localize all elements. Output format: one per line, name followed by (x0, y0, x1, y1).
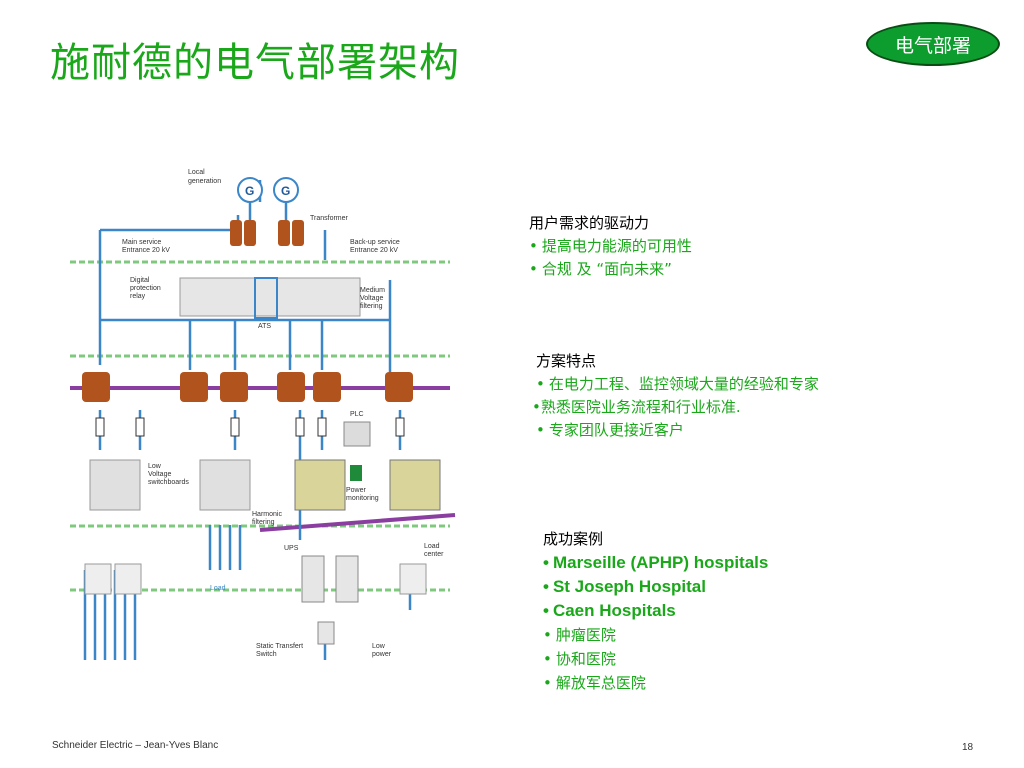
label-backup-service-2: Entrance 20 kV (350, 247, 398, 254)
generator-1-label: G (245, 184, 254, 198)
list-item: •St Joseph Hospital (543, 577, 706, 596)
generator-2-icon (273, 177, 299, 203)
electrical-architecture-diagram: G G Local generation Transfo (60, 160, 460, 665)
list-item: •解放军总医院 (543, 674, 646, 692)
section-tag-badge: 电气部署 (866, 22, 1000, 66)
label-mv-1: Medium (360, 287, 385, 294)
label-main-service-2: Entrance 20 kV (122, 247, 170, 254)
list-item: •肿瘤医院 (543, 626, 616, 644)
list-item: •熟悉医院业务流程和行业标准. (532, 398, 741, 416)
label-digital-2: protection (130, 285, 161, 292)
label-local-gen-1: Local (188, 169, 205, 176)
label-local-gen-2: generation (188, 178, 221, 185)
label-lv-2: Voltage (148, 471, 171, 478)
label-low-power-1: Low (372, 643, 386, 650)
list-item: •合规 及 “面向未来” (529, 260, 672, 278)
mv-switchgear (179, 277, 361, 317)
label-lv-1: Low (148, 463, 162, 470)
generator-2-label: G (281, 184, 290, 198)
label-harmonic-2: filtering (252, 519, 275, 526)
list-item: •专家团队更接近客户 (536, 421, 684, 439)
diagram-svg: G G Local generation Transfo (70, 169, 456, 660)
label-mv-2: Voltage (360, 295, 383, 302)
label-ats: ATS (258, 323, 271, 330)
section-features: 方案特点 •在电力工程、监控领域大量的经验和专家 •熟悉医院业务流程和行业标准.… (532, 350, 819, 442)
label-load-center-2: center (424, 551, 444, 558)
ups-2 (335, 555, 359, 603)
ups-1 (301, 555, 325, 603)
section-heading: 用户需求的驱动力 (529, 214, 650, 232)
sts-unit (317, 621, 335, 645)
label-main-service-1: Main service (122, 239, 161, 246)
distribution-box-2 (114, 563, 142, 595)
label-pm-1: Power (346, 487, 367, 494)
label-sts-2: Switch (256, 651, 277, 658)
label-load: Load (210, 585, 226, 592)
label-pm-2: monitoring (346, 495, 379, 502)
label-harmonic-1: Harmonic (252, 511, 282, 518)
label-sts-1: Static Transfert (256, 643, 303, 650)
label-backup-service-1: Back-up service (350, 239, 400, 246)
section-success-cases: 成功案例 •Marseille (APHP) hospitals •St Jos… (543, 528, 768, 695)
section-drivers: 用户需求的驱动力 •提高电力能源的可用性 •合规 及 “面向未来” (529, 212, 692, 281)
power-monitor-device (350, 465, 362, 481)
label-mv-3: filtering (360, 303, 383, 310)
list-item: •在电力工程、监控领域大量的经验和专家 (536, 375, 819, 393)
list-item: •协和医院 (543, 650, 616, 668)
distribution-box-3 (399, 563, 427, 595)
footer-text: Schneider Electric – Jean-Yves Blanc (52, 740, 219, 751)
mid-transformers (82, 372, 413, 402)
plc-unit (343, 421, 371, 447)
page-number: 18 (962, 742, 974, 753)
monitoring-panel-1 (294, 459, 346, 511)
breakers (95, 417, 405, 437)
label-digital-3: relay (130, 293, 146, 300)
list-item: •提高电力能源的可用性 (529, 237, 692, 255)
generator-1-icon (237, 177, 263, 203)
ats-box (254, 277, 278, 319)
label-lv-3: switchboards (148, 479, 189, 486)
label-digital-1: Digital (130, 277, 150, 284)
list-item: •Marseille (APHP) hospitals (543, 553, 769, 572)
section-heading: 成功案例 (543, 530, 604, 548)
section-heading: 方案特点 (536, 352, 597, 370)
label-ups: UPS (284, 545, 299, 552)
label-transformer: Transformer (310, 215, 349, 222)
list-item: •Caen Hospitals (543, 601, 676, 620)
monitoring-panel-2 (389, 459, 441, 511)
slide-title: 施耐德的电气部署架构 (50, 40, 460, 86)
distribution-box-1 (84, 563, 112, 595)
label-load-center-1: Load (424, 543, 440, 550)
lv-switchboard-2 (199, 459, 251, 511)
top-transformers (230, 220, 304, 246)
label-plc: PLC (350, 411, 364, 418)
lv-switchboard-1 (89, 459, 141, 511)
label-low-power-2: power (372, 651, 392, 658)
